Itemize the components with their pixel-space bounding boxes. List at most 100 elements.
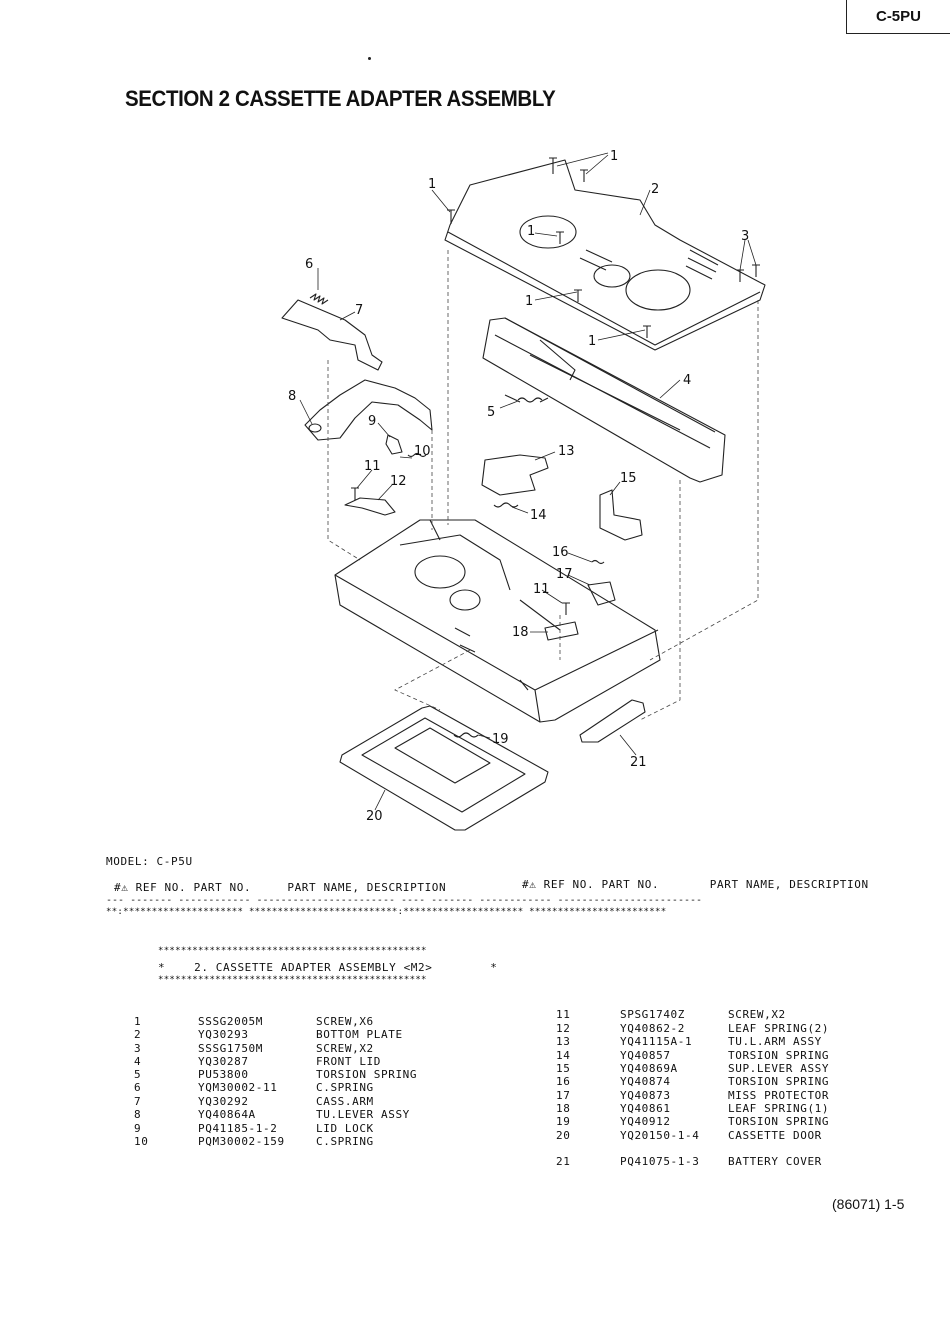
parts-ref-cell: 14 <box>556 1049 571 1062</box>
callout-label: 8 <box>288 389 296 404</box>
callout-label: 11 <box>533 582 550 597</box>
speck <box>368 57 371 60</box>
parts-ref-cell: 17 <box>556 1089 571 1102</box>
parts-part-cell: YQ40857 <box>620 1049 671 1062</box>
model-tag: C-5PU <box>846 0 950 34</box>
callout-label: 14 <box>530 508 547 523</box>
parts-desc-cell: BOTTOM PLATE <box>316 1028 403 1041</box>
parts-desc-cell: C.SPRING <box>316 1081 374 1094</box>
callout-label: 6 <box>305 257 313 272</box>
callout-label: 1 <box>588 334 596 349</box>
section-title: SECTION 2 CASSETTE ADAPTER ASSEMBLY <box>125 86 556 111</box>
parts-desc-cell: BATTERY COVER <box>728 1155 822 1168</box>
callout-label: 2 <box>651 182 659 197</box>
callout-label: 10 <box>414 444 431 459</box>
parts-desc-cell: LEAF SPRING(1) <box>728 1102 830 1115</box>
torsion-spring-16 <box>591 559 605 565</box>
miss-protector-17 <box>587 581 616 606</box>
parts-part-cell: YQ40873 <box>620 1089 671 1102</box>
callout-label: 1 <box>610 149 618 164</box>
parts-ref-cell: 9 <box>134 1122 142 1135</box>
parts-desc-cell: FRONT LID <box>316 1055 382 1068</box>
parts-part-cell: YQ20150-1-4 <box>620 1129 700 1142</box>
torsion-spring-14 <box>493 502 519 508</box>
callout-label: 21 <box>630 755 647 770</box>
torsion-spring-5 <box>504 394 549 403</box>
parts-desc-cell: TU.LEVER ASSY <box>316 1108 410 1121</box>
callout-label: 19 <box>492 732 509 747</box>
parts-part-cell: PQ41075-1-3 <box>620 1155 700 1168</box>
callout-label: 3 <box>741 229 749 244</box>
parts-ref-cell: 13 <box>556 1035 571 1048</box>
parts-desc-cell: SCREW,X6 <box>316 1015 374 1028</box>
battery-cover-21 <box>579 699 646 743</box>
parts-part-cell: YQM30002-11 <box>198 1081 278 1094</box>
callout-label: 1 <box>527 224 535 239</box>
parts-desc-cell: C.SPRING <box>316 1135 374 1148</box>
header-dash-line: --- ------- ------------ ---------------… <box>106 895 703 906</box>
parts-part-cell: YQ40861 <box>620 1102 671 1115</box>
parts-desc-cell: TORSION SPRING <box>728 1075 830 1088</box>
parts-ref-cell: 7 <box>134 1095 142 1108</box>
parts-desc-cell: TORSION SPRING <box>316 1068 418 1081</box>
callout-label: 20 <box>366 809 383 824</box>
callout-label: 17 <box>556 567 573 582</box>
parts-desc-cell: MISS PROTECTOR <box>728 1089 830 1102</box>
callout-label: 5 <box>487 405 495 420</box>
parts-desc-cell: LID LOCK <box>316 1122 374 1135</box>
parts-ref-cell: 6 <box>134 1081 142 1094</box>
torsion-spring-19 <box>453 732 479 738</box>
parts-part-cell: PQM30002-159 <box>198 1135 285 1148</box>
parts-ref-cell: 2 <box>134 1028 142 1041</box>
tu-lever-8 <box>304 379 433 441</box>
parts-part-cell: YQ40862-2 <box>620 1022 686 1035</box>
parts-ref-cell: 21 <box>556 1155 571 1168</box>
parts-ref-cell: 1 <box>134 1015 142 1028</box>
parts-part-cell: YQ40874 <box>620 1075 671 1088</box>
parts-desc-cell: SCREW,X2 <box>316 1042 374 1055</box>
c-spring-10 <box>407 452 427 458</box>
parts-part-cell: PQ41185-1-2 <box>198 1122 278 1135</box>
parts-ref-cell: 12 <box>556 1022 571 1035</box>
callout-label: 11 <box>364 459 381 474</box>
section-box-top: ****************************************… <box>158 946 427 956</box>
front-lid-part <box>482 317 726 483</box>
callout-label: 7 <box>355 303 363 318</box>
leaf-spring-18 <box>544 621 579 641</box>
column-headers-right: #⚠ REF NO. PART NO. PART NAME, DESCRIPTI… <box>522 878 869 891</box>
parts-part-cell: PU53800 <box>198 1068 249 1081</box>
lid-lock-9 <box>385 434 403 455</box>
parts-part-cell: YQ30292 <box>198 1095 249 1108</box>
parts-part-cell: YQ40912 <box>620 1115 671 1128</box>
column-headers-left: #⚠ REF NO. PART NO. PART NAME, DESCRIPTI… <box>114 881 447 894</box>
parts-part-cell: SSSG2005M <box>198 1015 264 1028</box>
parts-part-cell: SPSG1740Z <box>620 1008 686 1021</box>
callout-label: 15 <box>620 471 637 486</box>
parts-desc-cell: SUP.LEVER ASSY <box>728 1062 830 1075</box>
parts-part-cell: YQ30293 <box>198 1028 249 1041</box>
parts-ref-cell: 19 <box>556 1115 571 1128</box>
callout-label: 16 <box>552 545 569 560</box>
parts-part-cell: SSSG1750M <box>198 1042 264 1055</box>
bottom-plate-part <box>444 159 766 351</box>
sup-lever-15 <box>599 489 643 541</box>
parts-desc-cell: CASSETTE DOOR <box>728 1129 822 1142</box>
callout-label: 18 <box>512 625 529 640</box>
callout-label: 1 <box>525 294 533 309</box>
parts-ref-cell: 5 <box>134 1068 142 1081</box>
page-number: (86071) 1-5 <box>832 1196 905 1212</box>
parts-ref-cell: 11 <box>556 1008 571 1021</box>
c-spring-6 <box>309 293 329 305</box>
cassette-door-20 <box>339 705 549 831</box>
callout-labels: 1 1 1 1 1 2 3 4 5 6 7 8 9 10 11 12 13 14… <box>288 149 749 824</box>
parts-ref-cell: 20 <box>556 1129 571 1142</box>
screw-set <box>351 157 760 615</box>
parts-ref-cell: 18 <box>556 1102 571 1115</box>
callout-leaders <box>299 152 757 811</box>
model-line: MODEL: C-P5U <box>106 855 193 868</box>
section-box-bottom: ****************************************… <box>158 975 427 985</box>
parts-part-cell: YQ40869A <box>620 1062 678 1075</box>
parts-desc-cell: SCREW,X2 <box>728 1008 786 1021</box>
callout-label: 12 <box>390 474 407 489</box>
parts-ref-cell: 4 <box>134 1055 142 1068</box>
